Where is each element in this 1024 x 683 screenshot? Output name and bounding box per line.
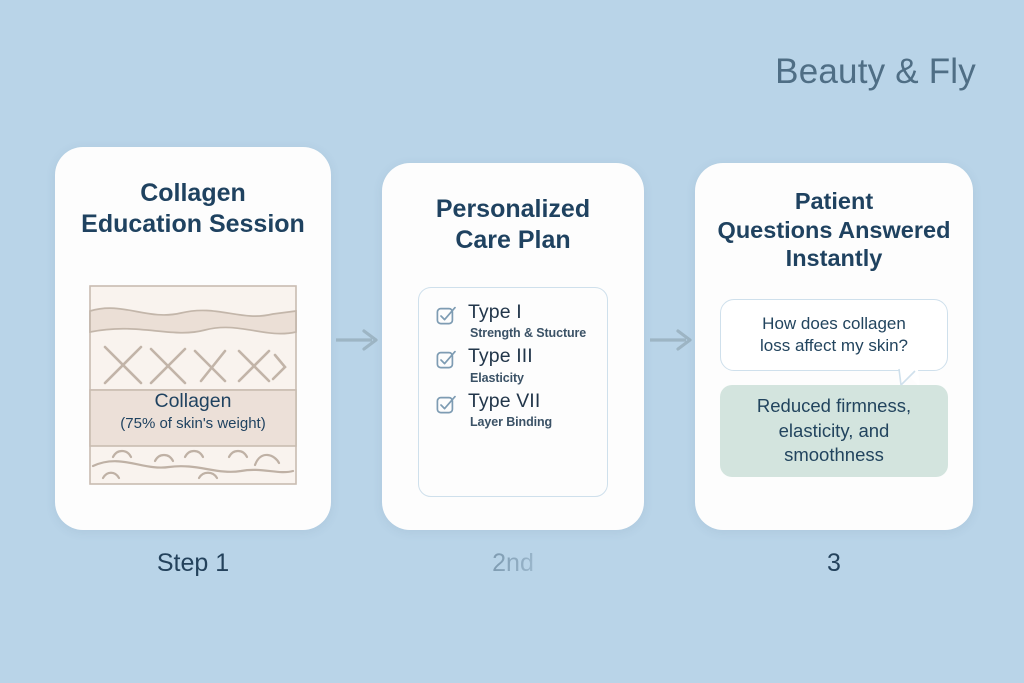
step-label-3: 3: [827, 549, 841, 577]
card3-title: Patient Questions Answered Instantly: [695, 187, 973, 273]
card3-title-line1: Patient: [794, 188, 874, 214]
answer-bubble: Reduced firmness, elasticity, and smooth…: [720, 385, 948, 477]
card3-title-line2: Questions Answered: [717, 216, 951, 243]
checklist-label: Type III: [468, 345, 533, 368]
card1-title: Collagen Education Session: [55, 178, 331, 239]
card-patient-questions: Patient Questions Answered Instantly How…: [695, 163, 973, 530]
step-label-1: Step 1: [156, 549, 230, 577]
checklist-label: Type I: [468, 301, 522, 323]
question-line2: loss affect my skin?: [759, 336, 909, 355]
card-collagen-education: Collagen Education Session: [55, 147, 331, 530]
brand-title: Beauty & Fly: [775, 52, 976, 91]
question-line1: How does collagen: [762, 313, 906, 333]
checklist-sublabel: Layer Binding: [470, 415, 553, 430]
card2-title: Personalized Care Plan: [382, 194, 644, 255]
card3-title-line3: Instantly: [785, 245, 883, 272]
card1-title-line1: Collagen: [140, 179, 246, 207]
checklist-item-type-vii[interactable]: Type VII Layer Binding: [419, 389, 607, 430]
card2-title-line1: Personalized: [435, 195, 591, 223]
answer-line3: smoothness: [784, 444, 884, 466]
checklist-label: Type VII: [468, 389, 541, 412]
arrow-connector-2: [650, 329, 692, 351]
checklist-sublabel: Strength & Stucture: [470, 326, 587, 341]
checklist-item-type-i[interactable]: Type I Strength & Stucture: [419, 301, 607, 341]
skin-cross-section-diagram: [89, 285, 297, 485]
card2-title-line2: Care Plan: [455, 225, 571, 254]
answer-line1: Reduced firmness,: [756, 395, 912, 417]
card-care-plan: Personalized Care Plan Type I Strength &…: [382, 163, 644, 530]
checkbox-checked-icon[interactable]: [436, 306, 456, 326]
card1-title-line2: Education Session: [81, 209, 305, 238]
checkbox-checked-icon[interactable]: [436, 350, 456, 370]
checkbox-checked-icon[interactable]: [436, 395, 456, 415]
checklist-sublabel: Elasticity: [470, 370, 524, 385]
answer-line2: elasticity, and: [778, 419, 890, 441]
arrow-connector-1: [336, 329, 378, 351]
step-label-2: 2nd: [492, 549, 534, 577]
question-bubble: How does collagen loss affect my skin?: [720, 299, 948, 371]
collagen-type-checklist: Type I Strength & Stucture Type III Elas…: [418, 287, 608, 497]
checklist-item-type-iii[interactable]: Type III Elasticity: [419, 345, 607, 385]
